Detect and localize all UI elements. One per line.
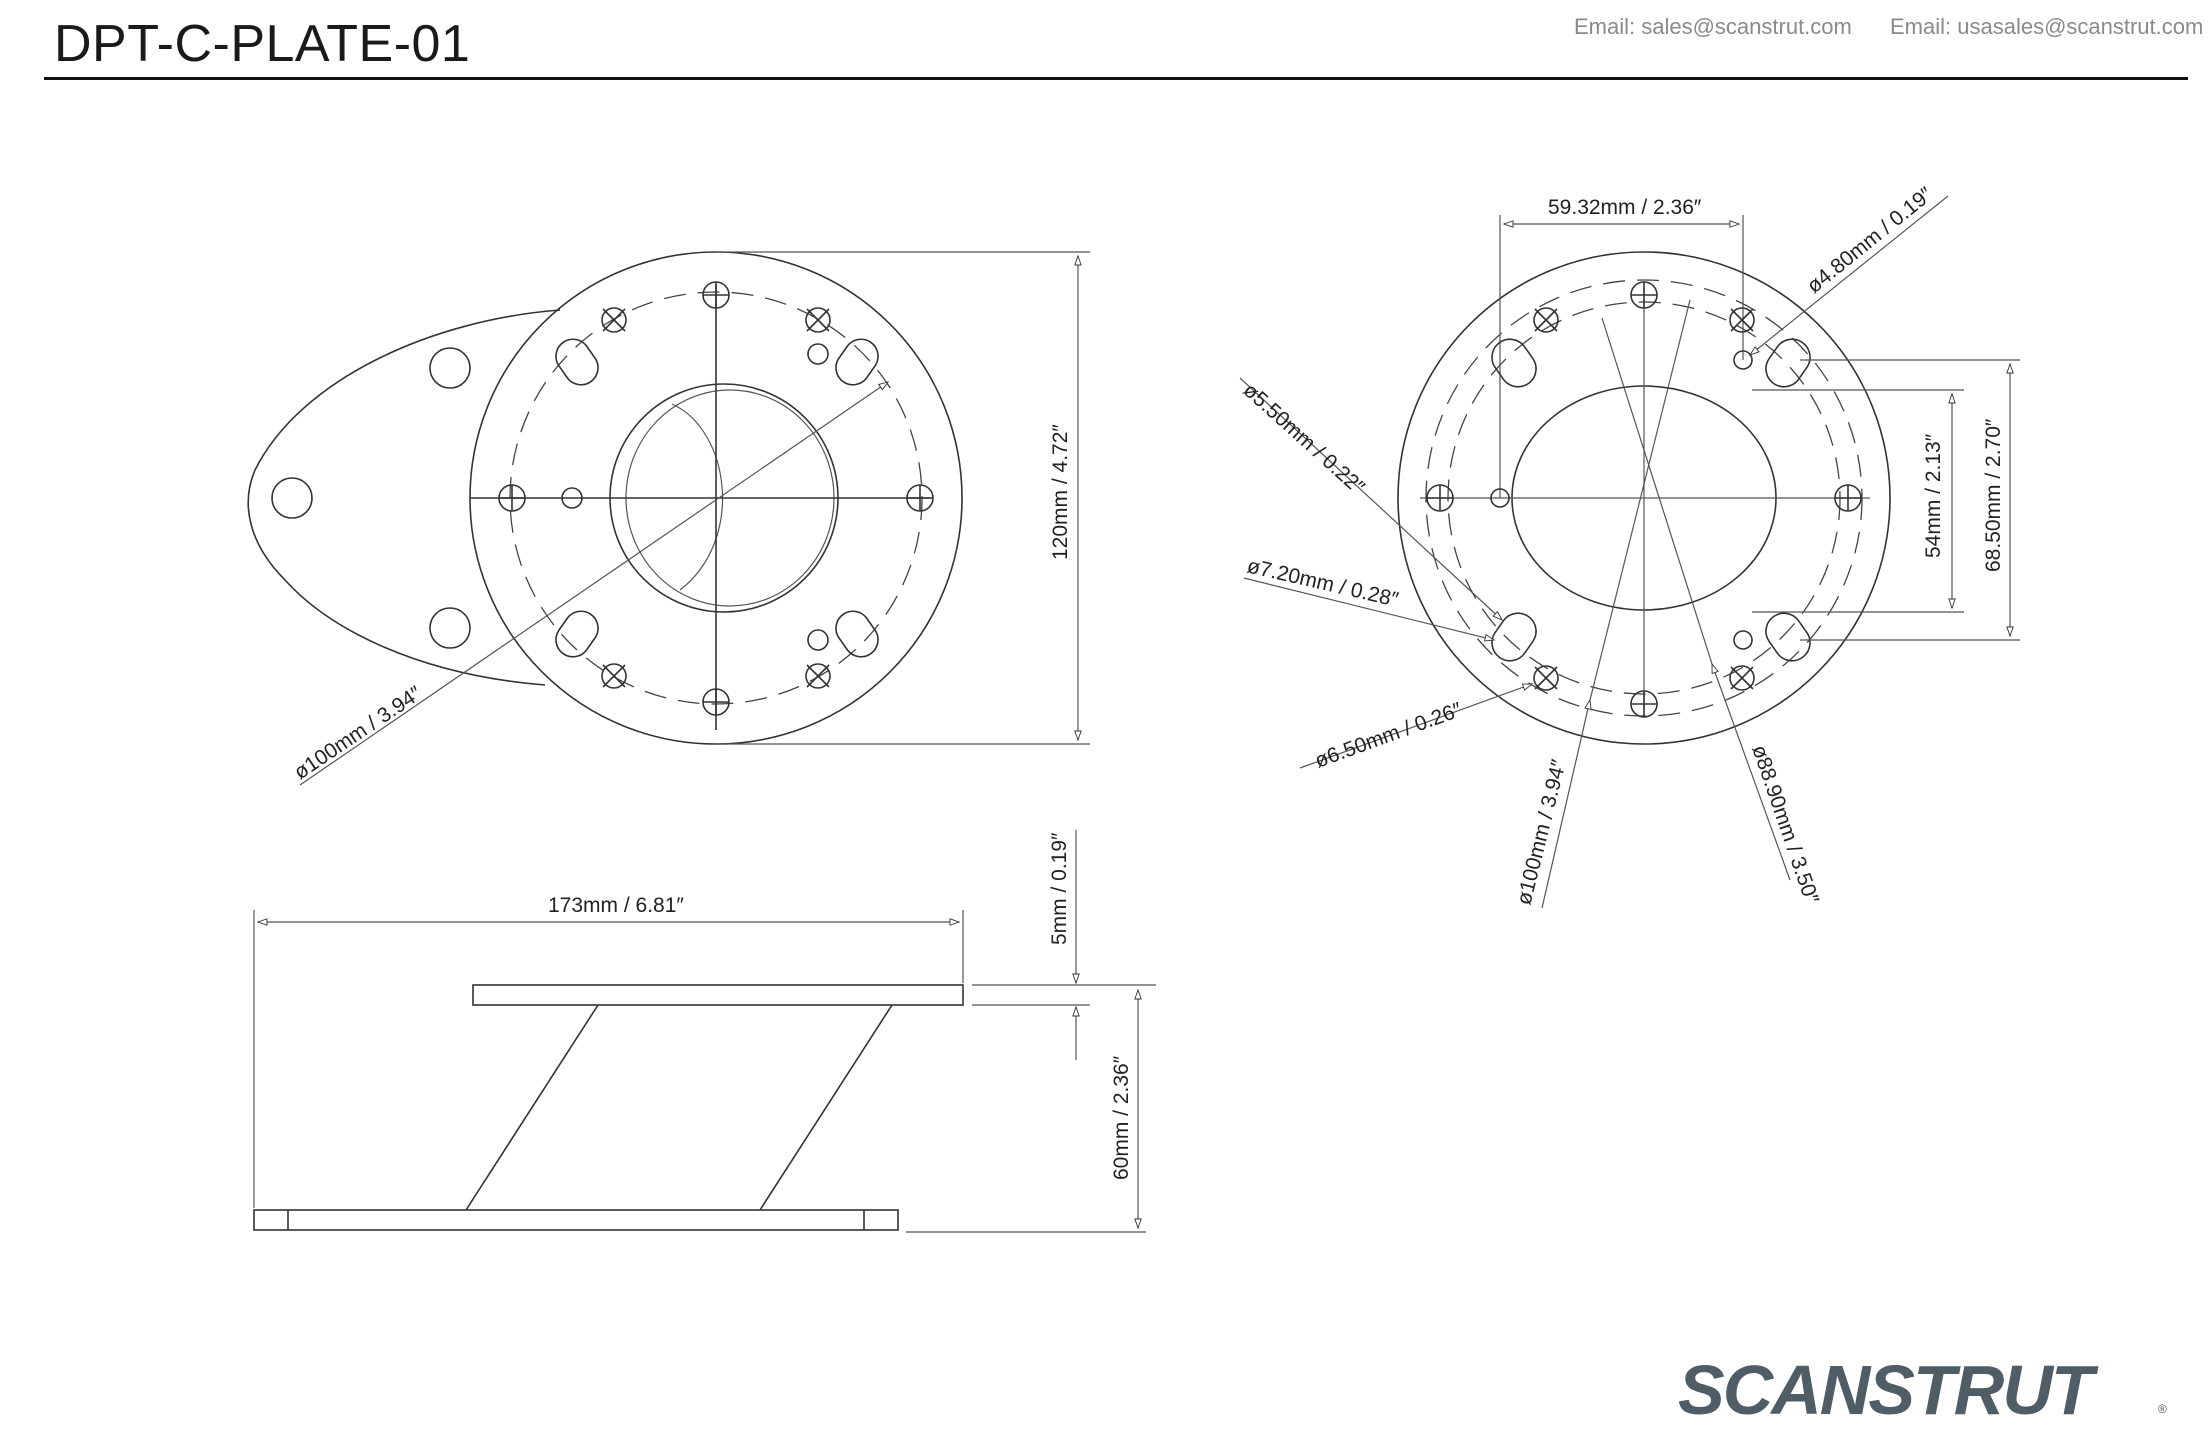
email-usa-sales-link[interactable]: Email: usasales@scanstrut.com bbox=[1890, 14, 2204, 39]
side-thickness-label: 5mm / 0.19″ bbox=[1048, 832, 1071, 945]
email-sales-link[interactable]: Email: sales@scanstrut.com bbox=[1574, 14, 1852, 39]
registered-mark: ® bbox=[2158, 1402, 2167, 1416]
top-view-height-label: 120mm / 4.72″ bbox=[1049, 424, 1072, 560]
bore-tube-edge bbox=[671, 403, 724, 591]
small-hole-leader bbox=[1748, 195, 1949, 356]
side-height-label: 60mm / 2.36″ bbox=[1110, 1055, 1133, 1180]
scanstrut-logo: SCANSTRUT bbox=[1678, 1350, 2094, 1430]
slot-spacing-inner-label: 54mm / 2.13″ bbox=[1922, 433, 1945, 558]
slot-length-label: ø7.20mm / 0.28″ bbox=[1245, 554, 1401, 611]
top-view: ø100mm / 3.94″ 120mm / 4.72″ bbox=[247, 251, 1090, 786]
base-plate-outline bbox=[247, 309, 561, 686]
base-hole-left bbox=[271, 477, 313, 519]
hole-650-leader bbox=[1299, 683, 1534, 769]
side-view: 173mm / 6.81″ 5mm / 0.19″ 60mm / 2.36″ bbox=[253, 830, 1156, 1233]
diameter-leader bbox=[299, 381, 890, 786]
drawing-title: DPT-C-PLATE-01 bbox=[54, 15, 471, 73]
pcd-100-leader bbox=[1541, 698, 1592, 909]
slot-length-leader bbox=[1243, 577, 1496, 642]
top-plate-side bbox=[472, 984, 964, 1006]
slot-width-leader bbox=[1239, 377, 1504, 621]
small-hole-label: ø4.80mm / 0.19″ bbox=[1803, 182, 1938, 297]
base-view-holes bbox=[1426, 281, 1862, 718]
top-view-diameter-label: ø100mm / 3.94″ bbox=[290, 682, 427, 785]
hole-650-label: ø6.50mm / 0.26″ bbox=[1312, 698, 1466, 773]
strut-right bbox=[759, 1004, 893, 1211]
base-plate-side bbox=[253, 1209, 899, 1231]
base-view: 59.32mm / 2.36″ ø4.80mm / 0.19″ ø5.50mm … bbox=[1239, 182, 2020, 909]
brand-name: SCANSTRUT bbox=[1678, 1351, 2094, 1429]
slot-spacing-outer-label: 68.50mm / 2.70″ bbox=[1982, 418, 2005, 572]
base-view-outline bbox=[1397, 251, 1891, 745]
strut-left bbox=[465, 1004, 599, 1211]
header-divider bbox=[44, 77, 2188, 80]
base-hole-top bbox=[429, 347, 471, 389]
slot-width-label: ø5.50mm / 0.22″ bbox=[1239, 379, 1370, 500]
top-plate-holes bbox=[498, 281, 934, 716]
pcd-8890-leader bbox=[1711, 662, 1791, 881]
pcd-100-label: ø100mm / 3.94″ bbox=[1513, 757, 1571, 907]
hole-spacing-label: 59.32mm / 2.36″ bbox=[1548, 196, 1702, 219]
base-hole-bottom bbox=[429, 607, 471, 649]
pcd-8890-label: ø88.90mm / 3.50″ bbox=[1747, 742, 1823, 907]
side-length-label: 173mm / 6.81″ bbox=[548, 894, 684, 917]
